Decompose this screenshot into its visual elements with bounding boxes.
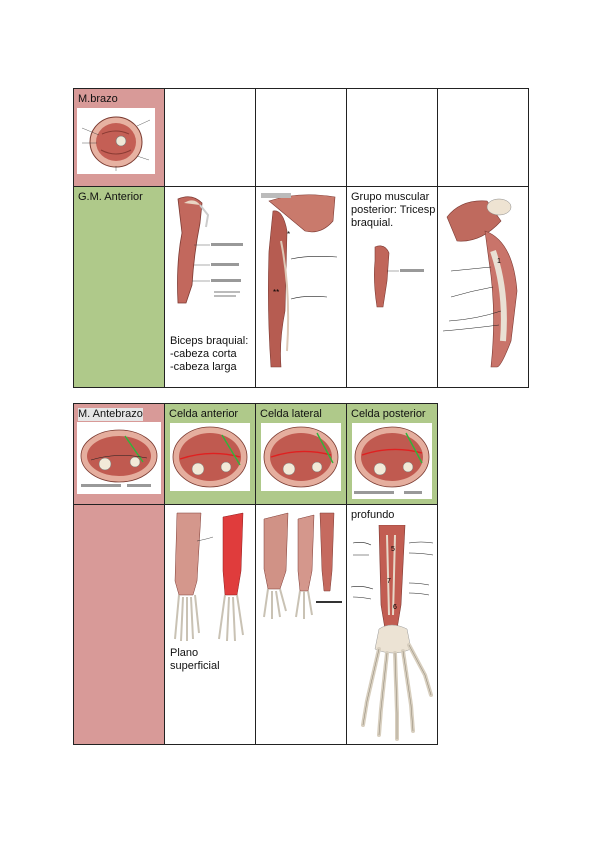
posterior-hand-figure: 5 7 6 [349, 525, 437, 741]
anterior-forearm-figure [167, 511, 255, 643]
column-lateral-label: Celda lateral [260, 408, 322, 420]
anterior-cross-section [170, 423, 250, 491]
svg-text:7: 7 [387, 578, 391, 585]
svg-text:**: ** [273, 288, 279, 297]
arm-header-label: M.brazo [78, 93, 118, 105]
arm-anterior-cell: G.M. Anterior [73, 186, 165, 388]
forearm-table: M. Antebrazo Celda anterior [73, 403, 438, 745]
triceps-caption: Grupo muscular posterior: Tricesp braqui… [351, 191, 435, 230]
biceps-caption-line-2: -cabeza corta [170, 348, 237, 360]
posterior-cross-section [352, 423, 432, 499]
arm-anterior-label: G.M. Anterior [78, 191, 143, 203]
svg-text:5: 5 [391, 546, 395, 553]
column-posterior-label: Celda posterior [351, 408, 426, 420]
triceps-caption-line-1: Grupo muscular [351, 191, 430, 203]
svg-text:6: 6 [393, 604, 397, 611]
triceps-cell: Grupo muscular posterior: Tricesp braqui… [346, 186, 438, 388]
lateral-detail-cell [255, 504, 347, 745]
forearm-empty-cell [73, 504, 165, 745]
triceps-small-figure [355, 241, 430, 311]
coracobrachialis-figure: * ** [259, 191, 344, 371]
biceps-caption-line-3: -cabeza larga [170, 361, 237, 373]
arm-table: M.brazo G.M. Ant [73, 88, 529, 388]
superficial-caption-line-2: superficial [170, 660, 220, 672]
column-lateral-cell: Celda lateral [255, 403, 347, 505]
arm-empty-cell-1 [164, 88, 256, 187]
superficial-caption: Plano superficial [170, 647, 220, 673]
svg-text:*: * [287, 230, 290, 239]
column-posterior-cell: Celda posterior [346, 403, 438, 505]
arm-header-cell: M.brazo [73, 88, 165, 187]
superficial-caption-line-1: Plano [170, 647, 199, 659]
forearm-cross-section-main [77, 422, 161, 494]
triceps-caption-line-3: braquial. [351, 217, 394, 229]
triceps-large-cell: 1 [437, 186, 529, 388]
posterior-detail-cell: profundo 5 7 6 [346, 504, 438, 745]
column-anterior-label: Celda anterior [169, 408, 239, 420]
biceps-caption: Biceps braquial: -cabeza corta -cabeza l… [170, 335, 248, 374]
triceps-caption-line-2: posterior: Tricesp [351, 204, 436, 216]
svg-text:1: 1 [497, 258, 501, 265]
arm-empty-cell-2 [255, 88, 347, 187]
column-anterior-cell: Celda anterior [164, 403, 256, 505]
anterior-detail-cell: Plano superficial [164, 504, 256, 745]
biceps-cell: Biceps braquial: -cabeza corta -cabeza l… [164, 186, 256, 388]
lateral-cross-section [261, 423, 341, 491]
arm-cross-section-figure [77, 108, 155, 174]
forearm-header-label: M. Antebrazo [78, 408, 143, 421]
lateral-forearm-figure [258, 511, 346, 621]
biceps-caption-line-1: Biceps braquial: [170, 335, 249, 347]
arm-empty-cell-3 [346, 88, 438, 187]
triceps-large-figure: 1 [441, 191, 526, 369]
deep-caption: profundo [351, 509, 395, 521]
forearm-header-cell: M. Antebrazo [73, 403, 165, 505]
coracobrachialis-cell: * ** [255, 186, 347, 388]
biceps-figure [170, 193, 250, 305]
arm-empty-cell-4 [437, 88, 529, 187]
